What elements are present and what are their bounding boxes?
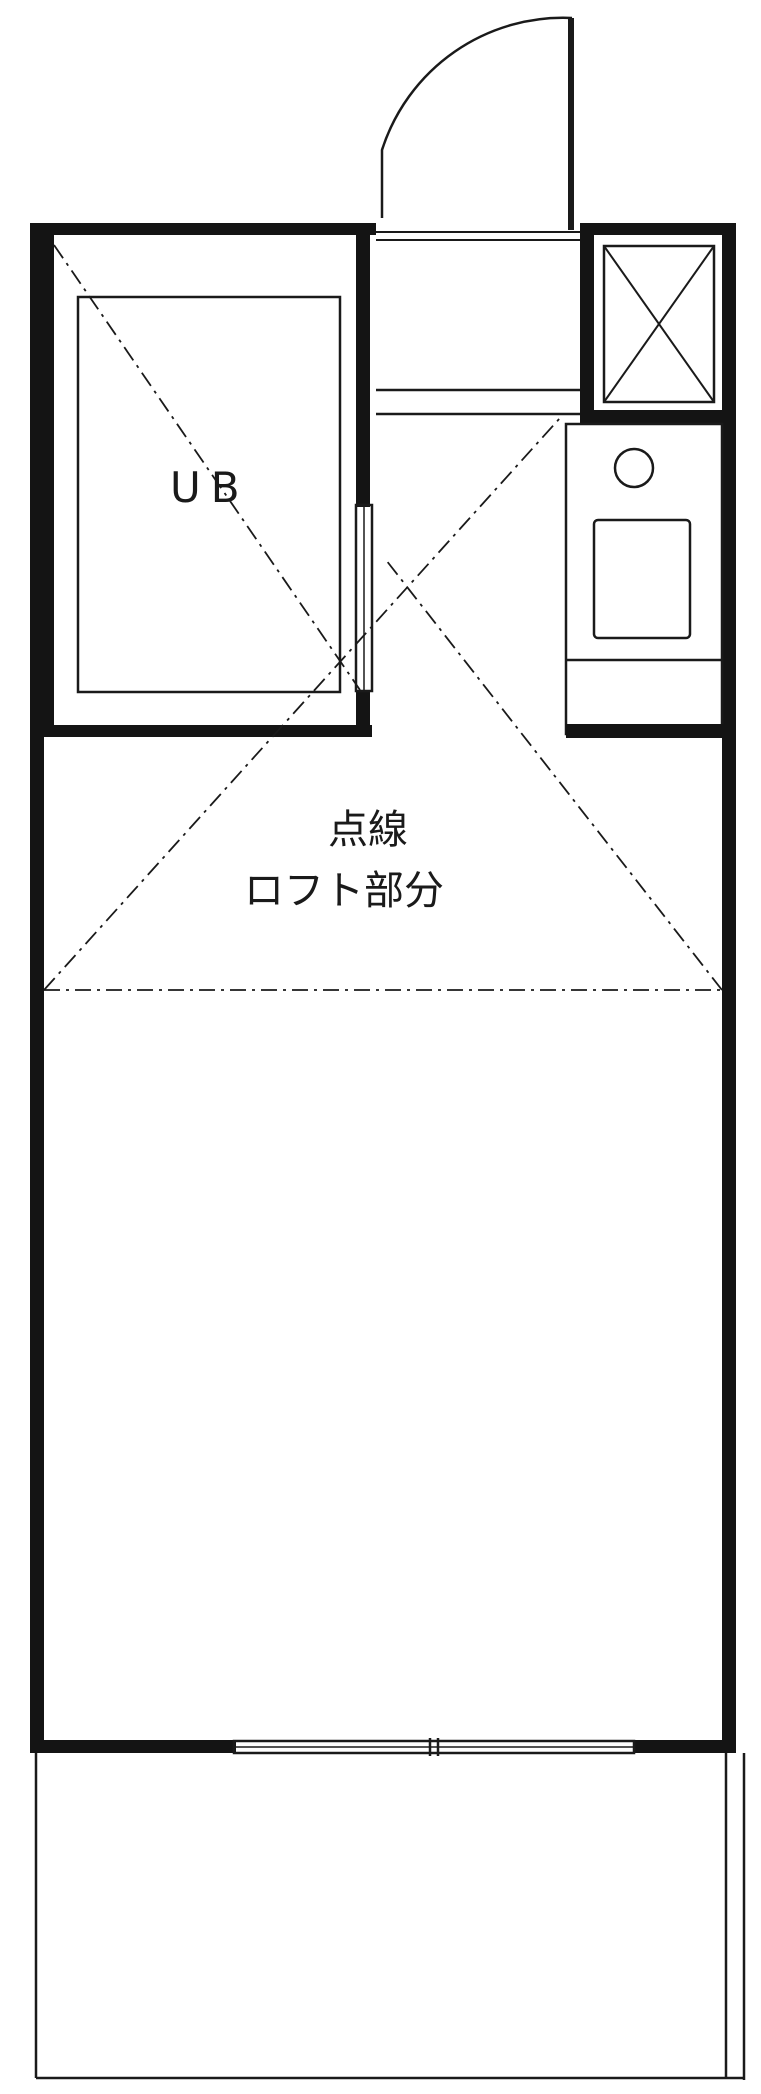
storage-closet: [580, 235, 736, 424]
kitchen-counter: [564, 422, 736, 738]
bath-label: UB: [170, 463, 250, 512]
kitchen-sink: [592, 518, 692, 640]
outer-walls: [30, 223, 736, 1753]
hallway: [376, 388, 580, 416]
entrance-door: [376, 16, 580, 241]
balcony: [34, 1753, 746, 2080]
loft-label-line2: ロフト部分: [244, 868, 444, 914]
unit-bath: UB: [44, 235, 374, 737]
stove-burner: [613, 447, 655, 489]
loft-label-line1: 点線: [328, 807, 408, 853]
loft-outline: [43, 417, 723, 991]
balcony-window: [232, 1738, 636, 1756]
